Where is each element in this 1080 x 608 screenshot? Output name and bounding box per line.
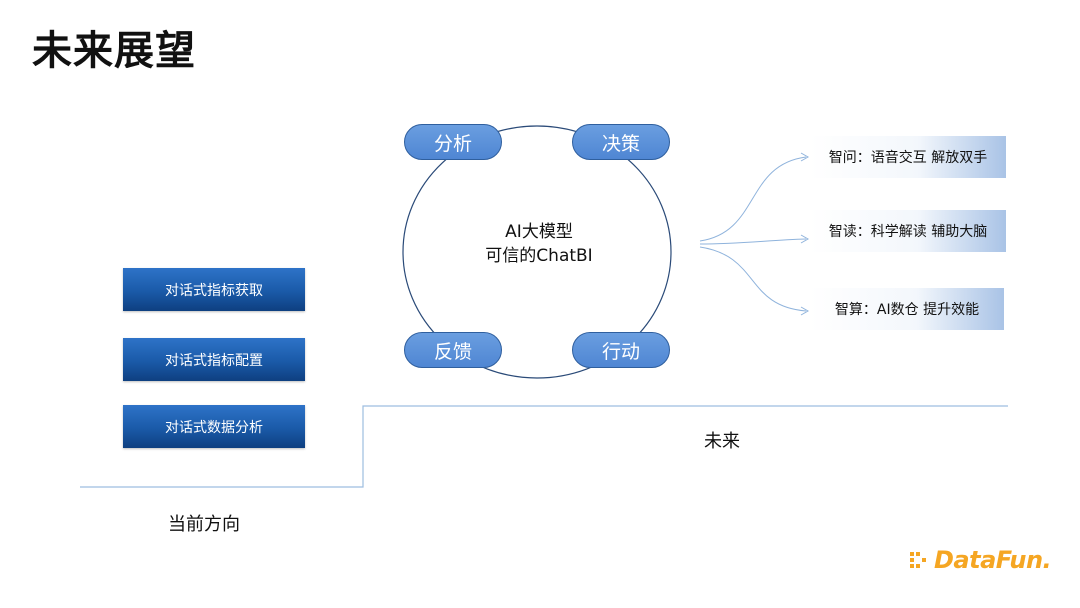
node-feedback: 反馈 [404,332,502,368]
node-decide: 决策 [572,124,670,160]
label-current-direction: 当前方向 [168,514,240,535]
future-item-ask: 智问：语音交互 解放双手 [810,136,1006,178]
datafun-logo: DataFun. [908,546,1052,574]
logo-text: DataFun. [934,546,1052,574]
center-line-model: AI大模型 [505,222,573,242]
arrowhead-read [800,234,810,244]
node-analyze: 分析 [404,124,502,160]
connector-to-compute [699,246,807,312]
arrowhead-compute [800,306,810,316]
page-title: 未来展望 [32,28,196,74]
cycle-circle [402,125,672,379]
future-item-compute: 智算：AI数仓 提升效能 [810,288,1004,330]
logo-dots-icon [910,552,926,568]
current-item-metric-query: 对话式指标获取 [123,268,305,311]
current-item-data-analysis: 对话式数据分析 [123,405,305,448]
current-item-metric-config: 对话式指标配置 [123,338,305,381]
future-item-read: 智读：科学解读 辅助大脑 [810,210,1006,252]
arrowhead-ask [800,152,810,162]
connector-to-read [699,238,807,245]
cycle-center-text: AI大模型 可信的ChatBI [464,220,614,268]
center-line-chatbi: 可信的ChatBI [485,246,593,266]
node-act: 行动 [572,332,670,368]
connector-to-ask [699,156,807,242]
timeline-step-line [80,405,1008,488]
label-future: 未来 [704,431,740,452]
